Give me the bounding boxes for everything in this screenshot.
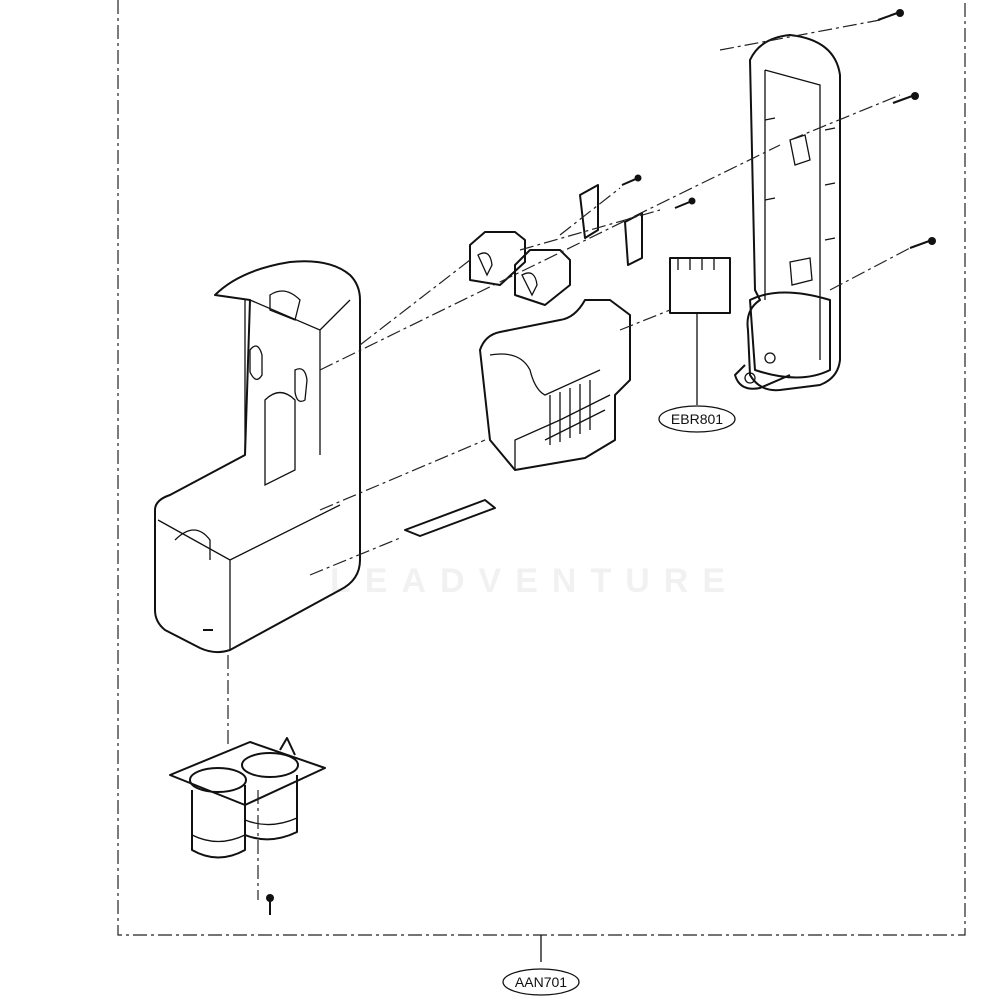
watermark: LEADVENTURE [330, 562, 739, 600]
svg-text:EBR801: EBR801 [671, 411, 723, 427]
switch-parts [404, 184, 643, 537]
cup-base [169, 737, 326, 859]
callout-aan701: AAN701 [502, 968, 580, 996]
assembly-lines [227, 19, 911, 900]
rear-panel [734, 34, 841, 392]
connector-housing [479, 299, 631, 471]
chip-ebr801 [669, 257, 731, 405]
svg-text:AAN701: AAN701 [515, 974, 567, 990]
front-housing [154, 260, 361, 654]
screws [266, 9, 936, 915]
callout-ebr801: EBR801 [658, 405, 736, 433]
